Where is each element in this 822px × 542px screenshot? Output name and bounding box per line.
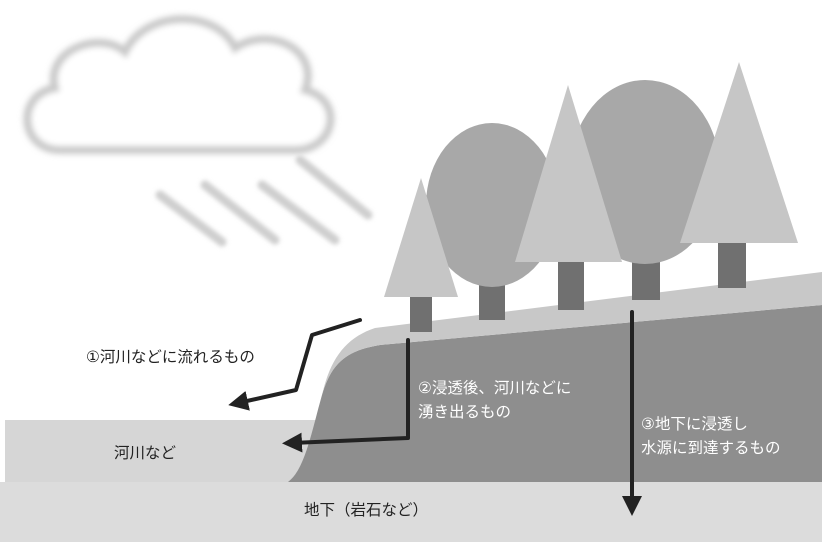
flow-arrows xyxy=(228,310,642,516)
tree-trunk xyxy=(558,255,584,310)
label-deep-line1: ③地下に浸透し xyxy=(641,415,748,433)
label-underground: 地下（岩石など） xyxy=(304,501,428,519)
label-river: 河川など xyxy=(114,444,177,462)
river-area xyxy=(5,420,325,482)
pine-tree-icon xyxy=(680,62,798,243)
forest xyxy=(384,62,798,332)
underground-layer xyxy=(0,482,822,542)
label-surface-flow: ①河川などに流れるもの xyxy=(86,348,255,366)
tree-trunk xyxy=(410,292,432,332)
hill-body xyxy=(288,305,822,482)
pine-tree-icon xyxy=(515,85,622,262)
rain-icon xyxy=(155,155,373,247)
label-deep-line2: 水源に到達するもの xyxy=(641,439,781,457)
tree-trunk xyxy=(718,238,746,288)
hill-surface xyxy=(320,272,822,405)
cloud-icon xyxy=(23,15,335,154)
label-seep-line2: 湧き出るもの xyxy=(418,403,511,421)
seep-flow-arrow xyxy=(282,338,410,453)
surface-flow-arrow xyxy=(228,318,362,411)
label-seep-line1: ②浸透後、河川などに xyxy=(418,379,571,397)
pine-tree-icon xyxy=(384,178,458,297)
